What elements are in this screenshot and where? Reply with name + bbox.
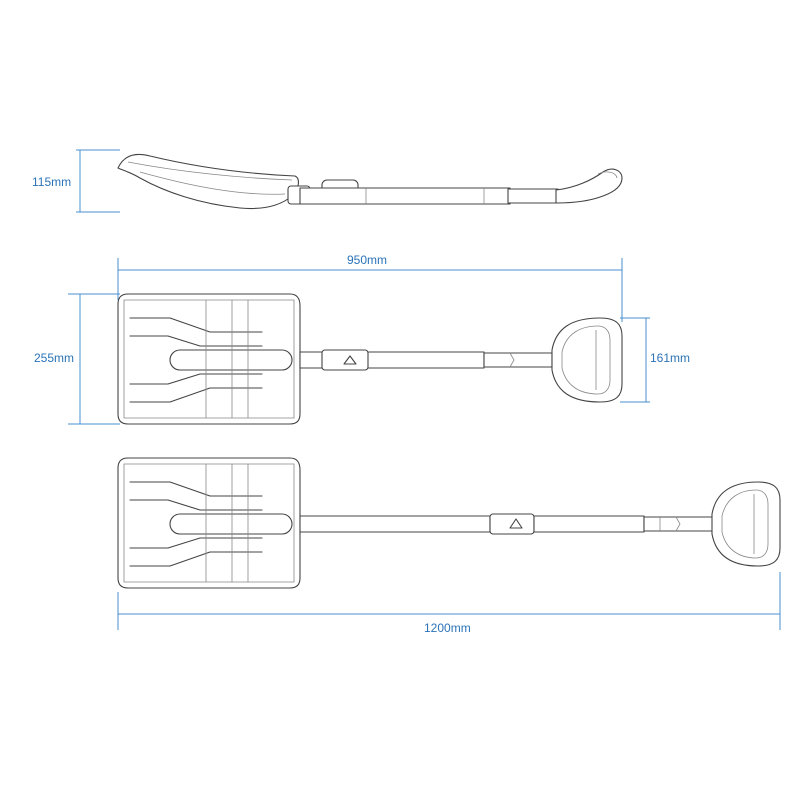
dimension-950: 950mm <box>117 253 623 322</box>
label-161mm: 161mm <box>650 351 690 365</box>
label-255mm: 255mm <box>34 351 74 365</box>
top-view-collapsed-shovel <box>117 293 623 425</box>
top-view-extended-shovel <box>117 457 781 589</box>
lock-arrow-icon <box>509 518 523 529</box>
lock-button <box>321 349 369 371</box>
side-view-shovel <box>117 153 623 210</box>
lock-button <box>489 513 535 535</box>
lock-arrow-icon <box>343 355 357 365</box>
dimension-1200: 1200mm <box>117 572 781 635</box>
label-950mm: 950mm <box>347 253 387 267</box>
label-115mm: 115mm <box>32 175 71 189</box>
dimension-255: 255mm <box>34 293 120 425</box>
dimension-161: 161mm <box>620 317 690 403</box>
label-1200mm: 1200mm <box>424 621 471 635</box>
dimension-115: 115mm <box>32 149 120 213</box>
